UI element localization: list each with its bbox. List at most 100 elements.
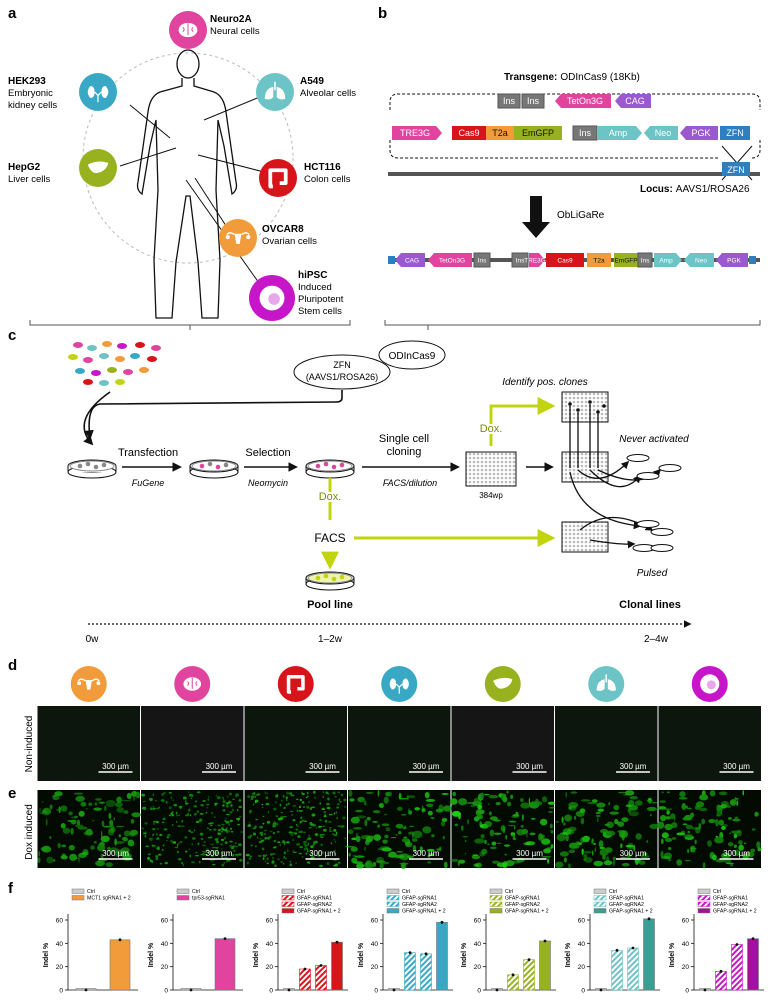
micrograph-non-induced: 300 µm [348, 706, 451, 781]
svg-text:CAG: CAG [405, 257, 419, 264]
legend-swatch [386, 895, 400, 901]
cell-desc: Ovarian cells [262, 236, 317, 247]
dish-2 [189, 459, 239, 479]
legend-label: Ctrl [713, 889, 721, 895]
scale-bar-label: 300 µm [516, 849, 543, 858]
dox-right-label: Dox. [480, 423, 503, 435]
y-tick-label: 0 [374, 988, 378, 995]
legend-swatch [489, 901, 503, 907]
y-tick-label: 40 [56, 941, 64, 948]
scale-bar-label: 300 µm [620, 849, 647, 858]
de-icon-6 [691, 666, 728, 702]
data-point [703, 988, 707, 992]
y-tick-label: 60 [266, 918, 274, 925]
uterus-icon [225, 232, 251, 244]
lung-icon [264, 81, 286, 100]
svg-text:T2a: T2a [492, 128, 508, 138]
bar [420, 953, 432, 991]
bar [643, 918, 655, 991]
panel-label-b: b [378, 5, 387, 22]
panel-label-d: d [8, 657, 17, 674]
y-tick-label: 40 [161, 941, 169, 948]
plasmid-arrow [84, 390, 343, 440]
legend-swatch [281, 895, 295, 901]
legend-label: Ctrl [609, 889, 617, 895]
cell-icon-disc [256, 73, 294, 111]
brain-icon [178, 22, 198, 38]
liver-icon [493, 677, 513, 689]
time-0w: 0w [86, 634, 100, 645]
cell-name: hiPSC [298, 270, 327, 281]
svg-text:PGK: PGK [727, 257, 741, 264]
row-e-label: Dox induced [24, 804, 35, 860]
scale-bar-label: 300 µm [309, 849, 336, 858]
scale-bar-label: 300 µm [723, 762, 750, 771]
icon-disc [381, 666, 418, 702]
legend-swatch [593, 901, 607, 907]
cells-arrow [83, 391, 111, 446]
legend-swatch [489, 888, 503, 894]
legend-swatch [71, 895, 85, 901]
lime-dox-path-top [489, 397, 556, 446]
legend-swatch [489, 908, 503, 914]
neomycin-label: Neomycin [248, 478, 288, 488]
micrograph-non-induced: 300 µm [555, 706, 658, 781]
data-point [527, 958, 531, 962]
transfection-label: Transfection [118, 447, 178, 459]
legend-label: Ctrl [402, 889, 410, 895]
method-label: ObLiGaRe [557, 210, 605, 221]
facs-dilution-label: FACS/dilution [383, 478, 437, 488]
de-icon-2 [277, 666, 314, 702]
clonal-lines-label: Clonal lines [619, 599, 681, 611]
svg-text:ZFN: ZFN [726, 128, 744, 138]
legend-label: GFAP-sgRNA2 [297, 902, 332, 908]
row-d-label: Non-induced [24, 716, 35, 773]
y-tick-label: 60 [161, 918, 169, 925]
legend-swatch [386, 908, 400, 914]
legend-label: GFAP-sgRNA1 + 2 [505, 909, 549, 915]
data-point [84, 988, 88, 992]
y-tick-label: 0 [477, 988, 481, 995]
bracket-b [384, 320, 761, 330]
facs-label: FACS [314, 531, 345, 545]
bar [109, 939, 131, 991]
legend-swatch [386, 901, 400, 907]
de-icon-1 [174, 666, 211, 702]
cell-desc: Liver cells [8, 174, 50, 185]
data-point [647, 917, 651, 921]
plate-384-label: 384wp [479, 491, 503, 500]
zfn-oval-line2: (AAVS1/ROSA26) [306, 372, 378, 382]
element-zfn: ZFN [720, 126, 750, 140]
svg-text:T2a: T2a [593, 257, 605, 264]
human-silhouette [136, 49, 238, 319]
svg-text:EmGFP: EmGFP [614, 257, 637, 264]
svg-text:Cas9: Cas9 [458, 128, 479, 138]
single-cell-label-2: cloning [387, 446, 422, 458]
legend-swatch [281, 908, 295, 914]
icon-disc [277, 666, 314, 702]
legend-label: GFAP-sgRNA1 [297, 896, 332, 902]
svg-text:EmGFP: EmGFP [522, 128, 554, 138]
legend-label: GFAP-sgRNA2 [505, 902, 540, 908]
svg-text:Neo: Neo [695, 257, 707, 264]
odincas9-oval [378, 340, 446, 370]
bar [404, 952, 416, 991]
panel-label-a: a [8, 5, 17, 22]
dish-3 [305, 459, 355, 479]
legend-label: tpr53-sgRNA1 [192, 896, 225, 902]
legend-label: GFAP-sgRNA2 [713, 902, 748, 908]
legend-label: Ctrl [192, 889, 200, 895]
element-emgfp: EmGFP [514, 126, 562, 140]
panel-c: ODInCas9 ZFN (AAVS1/ROSA26) [67, 340, 692, 645]
zfn-bottom-box [722, 162, 750, 176]
data-point [319, 964, 323, 967]
